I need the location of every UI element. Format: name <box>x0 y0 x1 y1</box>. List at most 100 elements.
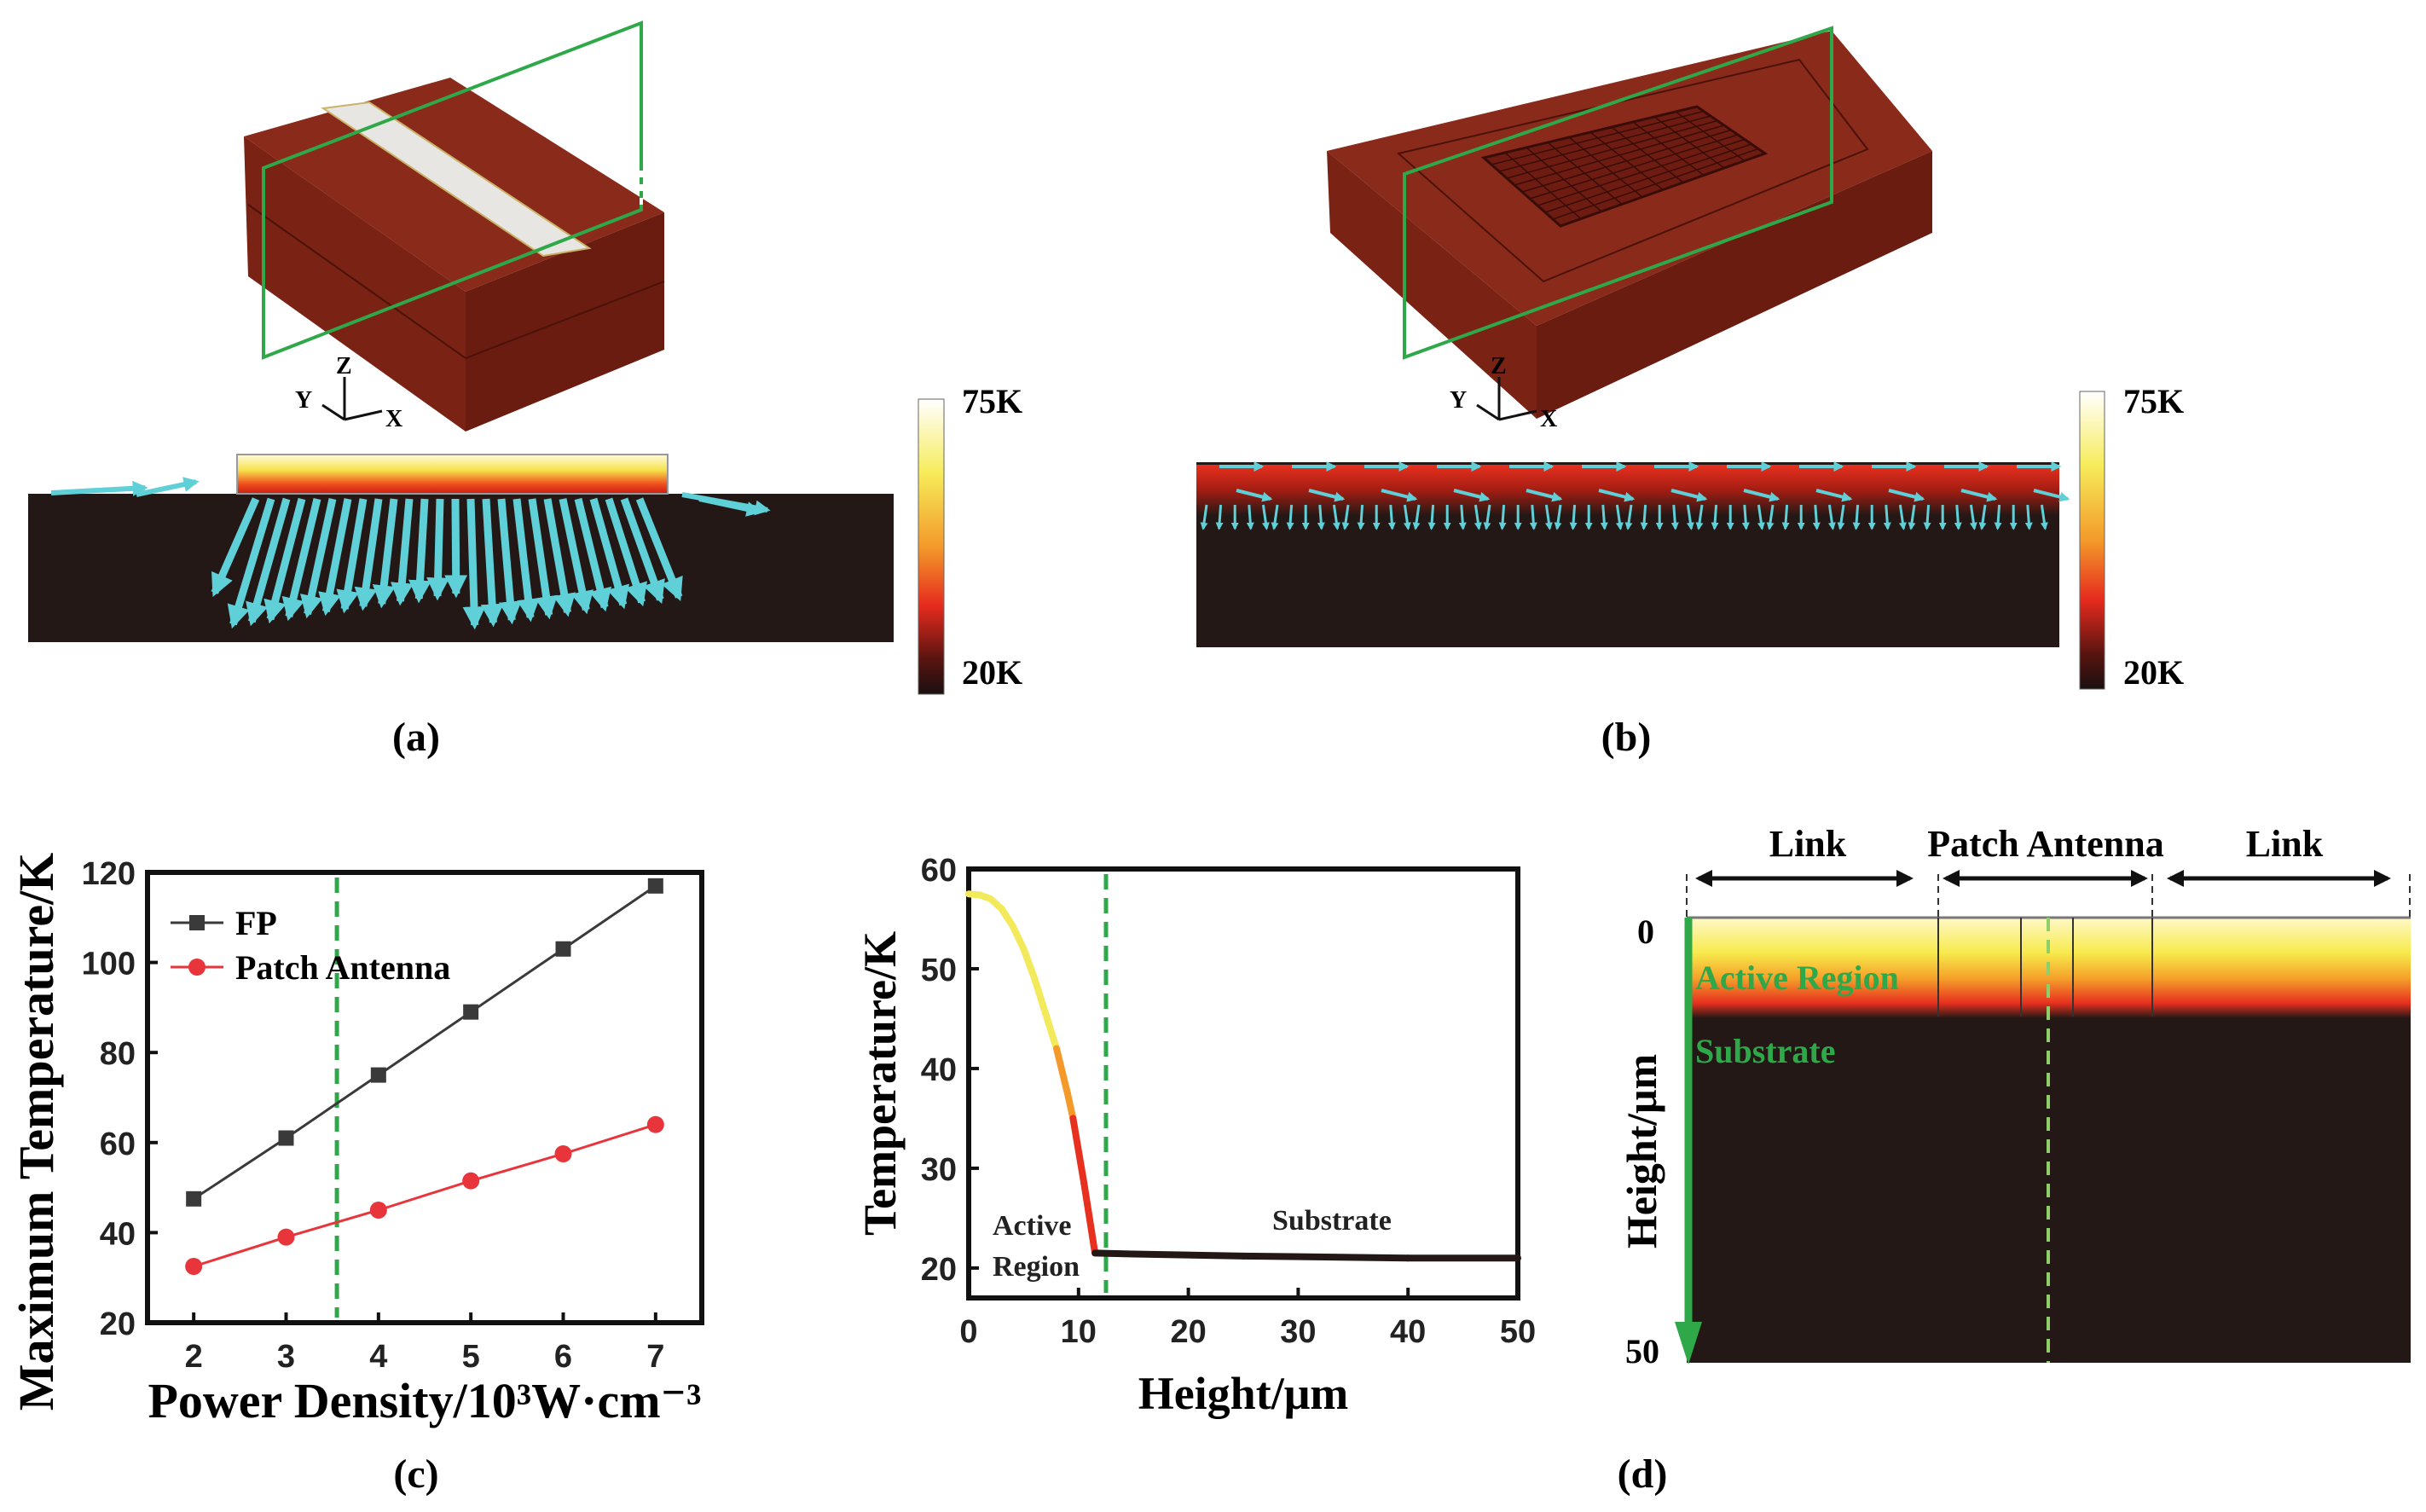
heat-flux-arrow <box>1686 504 1694 530</box>
axis-triad-b: Z X Y <box>1450 353 1557 432</box>
axis-x-label: X <box>1540 406 1557 432</box>
y-tick-label: 30 <box>921 1152 957 1188</box>
series-line-patch-antenna <box>193 1123 657 1268</box>
temperature-curve-segment <box>1080 1179 1099 1257</box>
heat-flux-arrow <box>1812 504 1821 530</box>
heat-flux-arrow <box>462 498 486 630</box>
heat-flux-arrow <box>211 497 260 597</box>
section-plane-b <box>1403 26 1833 360</box>
colorbar-a: 75K 20K <box>918 382 1022 695</box>
heat-flux-arrow <box>1544 504 1553 530</box>
heat-flux-arrow <box>1529 504 1537 530</box>
height-tick-50: 50 <box>1625 1332 1659 1370</box>
axis-z-label: Z <box>336 353 352 379</box>
heat-flux-arrow <box>336 498 368 614</box>
colorbar-a-max: 75K <box>962 382 1022 420</box>
heat-flux-arrow <box>1781 504 1790 530</box>
heat-flux-arrow <box>444 498 468 599</box>
heat-flux-arrow <box>1308 489 1346 502</box>
heat-flux-arrow <box>1332 504 1340 530</box>
x-tick-label: 2 <box>185 1339 203 1375</box>
temperature-curve-segment <box>1091 1249 1138 1258</box>
heat-flux-arrow <box>1960 489 1998 502</box>
height-axis-label: Height/μm <box>1618 1054 1665 1248</box>
fp-point <box>186 1190 202 1207</box>
legend-label: Patch Antenna <box>235 948 450 987</box>
x-tick-label: 7 <box>646 1339 664 1375</box>
heat-flux-arrow <box>1615 504 1624 530</box>
heat-flux-arrow <box>300 498 337 619</box>
y-tick-label: 100 <box>82 947 136 982</box>
colorbar-b: 75K 20K <box>2079 382 2184 692</box>
y-tick-label: 50 <box>921 953 957 988</box>
fp-hot-strip <box>236 454 669 495</box>
y-axis-label: Maximum Temperature/K <box>9 853 64 1411</box>
y-tick-label: 60 <box>921 853 957 889</box>
heat-flux-arrow <box>1215 504 1224 530</box>
heat-flux-arrow <box>480 498 504 628</box>
box-right-face <box>466 212 664 432</box>
heat-flux-arrow <box>698 496 762 517</box>
region-patch-antenna: Patch Antenna <box>1927 823 2163 865</box>
heat-flux-arrow <box>227 497 275 629</box>
heat-flux-arrow <box>1908 504 1916 530</box>
x-tick-label: 6 <box>554 1339 572 1375</box>
heat-flux-arrow <box>1483 504 1491 530</box>
heat-flux-arrow <box>635 497 683 602</box>
heat-flux-arrow <box>1554 504 1562 530</box>
axis-triad-a: Z X Y <box>295 353 402 432</box>
panel-a-3d-model <box>244 20 665 432</box>
panel-label-a: (a) <box>392 715 440 760</box>
axis-z-label: Z <box>1491 353 1507 379</box>
cross-section-a <box>28 454 894 642</box>
temperature-curve-segment <box>1069 1115 1088 1187</box>
heat-flux-arrow <box>2033 489 2070 502</box>
heat-flux-arrow <box>1427 504 1436 530</box>
heat-flux-arrow <box>1498 504 1507 530</box>
temperature-curve-segment <box>1042 1010 1061 1052</box>
temperature-curve-segment <box>1031 975 1050 1017</box>
heat-flux-arrow <box>263 497 306 624</box>
patch-antenna-point <box>462 1172 480 1190</box>
y-tick-label: 120 <box>82 856 136 892</box>
heat-flux-arrow <box>1381 489 1418 502</box>
axis-x-label: X <box>385 406 402 432</box>
x-tick-label: 3 <box>277 1339 295 1375</box>
panel-label-c: (c) <box>393 1451 438 1497</box>
heat-flux-arrow <box>1757 504 1765 530</box>
heat-flux-arrow <box>1954 504 1962 530</box>
region-link-right: Link <box>2246 823 2324 865</box>
heat-flux-arrow <box>1827 504 1836 530</box>
heat-flux-arrow <box>246 497 291 627</box>
x-tick-label: 50 <box>1500 1314 1536 1350</box>
patch-antenna-point <box>646 1115 664 1133</box>
patch-antenna-point <box>554 1145 572 1162</box>
heat-flux-arrow <box>281 497 321 622</box>
x-tick-label: 10 <box>1061 1314 1097 1350</box>
heat-flux-arrow <box>620 497 665 605</box>
panel-b-3d-model <box>1327 26 1932 419</box>
heat-flux-arrow <box>1236 489 1273 502</box>
fp-point <box>463 1004 479 1020</box>
temperature-map-d: Link Patch Antenna Link Active Region Su… <box>1618 823 2411 1370</box>
heat-flux-arrow <box>1246 504 1254 530</box>
heat-flux-arrow <box>1640 504 1648 530</box>
y-tick-label: 20 <box>921 1252 957 1288</box>
heat-flux-arrow <box>1458 504 1467 530</box>
colorbar-b-max: 75K <box>2123 382 2184 420</box>
heat-flux-arrow <box>1898 504 1907 530</box>
slab-left-face <box>1327 151 1537 419</box>
box-left-face <box>244 136 466 432</box>
annotation-region: Region <box>993 1251 1080 1283</box>
heat-flux-arrows-a <box>50 477 771 630</box>
heat-flux-arrow <box>1317 504 1325 530</box>
y-tick-label: 80 <box>100 1036 136 1072</box>
height-tick-0: 0 <box>1637 912 1654 951</box>
panel-label-d: (d) <box>1618 1451 1668 1497</box>
temperature-curve-segment <box>1053 1045 1071 1098</box>
heat-flux-arrow <box>1670 504 1679 530</box>
temperature-curve-segment <box>1063 1090 1077 1122</box>
heat-flux-arrow <box>318 498 352 617</box>
heat-flux-arrow <box>497 498 522 625</box>
